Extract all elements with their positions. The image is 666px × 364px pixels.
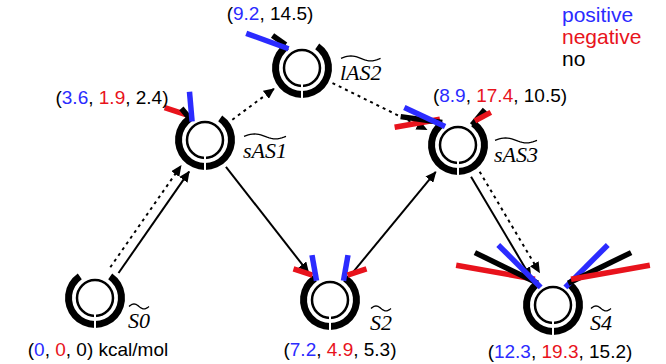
state-label-wrap: S2: [370, 305, 392, 335]
legend-text: positive: [562, 3, 633, 26]
state-node: S0(0, 0, 0) kcal/mol: [65, 268, 125, 328]
energy-tuple: (8.9, 17.4, 10.5): [433, 85, 567, 107]
state-label-wrap: S0: [128, 303, 150, 333]
ring-illustration: [272, 38, 332, 98]
transition-arrow: [119, 172, 190, 273]
transition-arrow: [110, 166, 181, 267]
energy-tuple: (7.2, 4.9, 5.3): [283, 339, 396, 361]
energy-tuple: (3.6, 1.9, 2.4): [55, 87, 168, 109]
state-name: sAS3: [494, 142, 538, 167]
ring-illustration: [523, 275, 583, 335]
state-node: sAS3(8.9, 17.4, 10.5): [428, 115, 488, 175]
state-name: lAS2: [340, 60, 382, 85]
energy-tuple: (12.3, 19.3, 15.2): [488, 341, 633, 363]
legend-text: negative: [562, 25, 641, 48]
legend-swatch: no: [562, 48, 641, 70]
state-name: S4: [590, 310, 612, 335]
energy-tuple: (0, 0, 0) kcal/mol: [28, 339, 168, 361]
state-label-wrap: S4: [590, 305, 612, 335]
transition-arrow: [226, 167, 309, 273]
ring-illustration: [300, 270, 360, 330]
legend-text: no: [562, 47, 585, 70]
state-label-wrap: sAS1: [243, 133, 287, 163]
state-node: S4(12.3, 19.3, 15.2): [523, 275, 583, 335]
ring-illustration: [175, 110, 235, 170]
legend-swatch: negative: [562, 26, 641, 48]
state-name: S2: [370, 310, 392, 335]
transition-arrow: [232, 89, 274, 120]
state-name: S0: [128, 308, 150, 333]
transition-arrow: [352, 172, 436, 274]
state-name: sAS1: [243, 138, 287, 163]
energy-tuple: (9.2, 14.5): [227, 3, 314, 25]
state-label-wrap: sAS3: [494, 137, 538, 167]
state-node: S2(7.2, 4.9, 5.3): [300, 270, 360, 330]
state-node: sAS1(3.6, 1.9, 2.4): [175, 110, 235, 170]
legend-swatch: positive: [562, 4, 641, 26]
ring-illustration: [65, 268, 125, 328]
state-label-wrap: lAS2: [340, 55, 382, 85]
state-node: lAS2(9.2, 14.5): [272, 38, 332, 98]
ring-illustration: [428, 115, 488, 175]
legend: positivenegativeno: [562, 4, 641, 70]
